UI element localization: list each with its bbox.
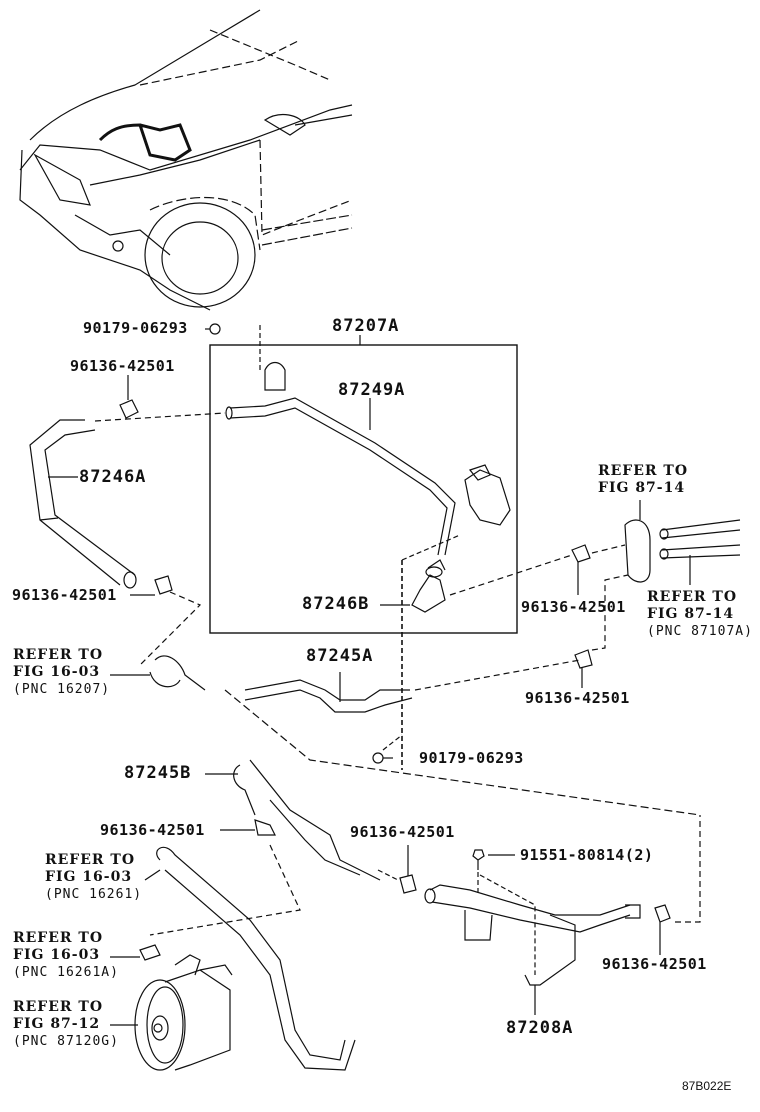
hose-87246A	[29, 419, 136, 586]
reference-line1: REFER TO	[45, 852, 136, 868]
fitting-icon	[149, 655, 206, 691]
return-hose	[156, 846, 356, 1071]
hose-87245B	[233, 759, 381, 881]
reference-pnc: (PNC 87120G)	[13, 1034, 119, 1049]
part-label-96136-42501[interactable]: 96136-42501	[70, 357, 175, 375]
reference-pnc: (PNC 16261A)	[13, 965, 119, 980]
part-label-90179-06293[interactable]: 90179-06293	[83, 319, 188, 337]
reference-fig-16-03-16261A[interactable]: REFER TO FIG 16-03 (PNC 16261A)	[13, 930, 119, 981]
part-label-96136-42501[interactable]: 96136-42501	[350, 823, 455, 841]
clamp-icon	[119, 399, 139, 419]
bolt-icon	[472, 849, 485, 870]
part-label-90179-06293[interactable]: 90179-06293	[419, 749, 524, 767]
reference-line2: FIG 87-14	[598, 480, 686, 496]
reference-line2: FIG 87-12	[13, 1016, 101, 1032]
part-label-96136-42501[interactable]: 96136-42501	[602, 955, 707, 973]
part-label-96136-42501[interactable]: 96136-42501	[525, 689, 630, 707]
reference-line2: FIG 16-03	[45, 869, 133, 885]
reference-fig-87-12[interactable]: REFER TO FIG 87-12 (PNC 87120G)	[13, 999, 119, 1050]
reference-pnc: (PNC 16261)	[45, 887, 143, 902]
reference-fig-16-03-16261[interactable]: REFER TO FIG 16-03 (PNC 16261)	[45, 852, 142, 903]
clip-icon	[264, 361, 286, 391]
reference-line1: REFER TO	[13, 647, 104, 663]
part-label-87246A[interactable]: 87246A	[79, 467, 147, 487]
nut-icon	[372, 752, 384, 764]
nut-icon	[209, 323, 221, 335]
reference-fig-87-14-pnc[interactable]: REFER TO FIG 87-14 (PNC 87107A)	[647, 589, 753, 640]
figure-code: 87B022E	[682, 1079, 732, 1093]
tube-87249A	[229, 397, 456, 556]
reference-pnc: (PNC 87107A)	[647, 624, 753, 639]
vehicle-illustration	[19, 9, 353, 311]
clamp-icon	[154, 575, 173, 595]
part-label-96136-42501[interactable]: 96136-42501	[100, 821, 205, 839]
hose-87245A	[244, 679, 413, 713]
reference-line1: REFER TO	[647, 589, 738, 605]
part-label-87245A[interactable]: 87245A	[306, 646, 374, 666]
reference-line2: FIG 16-03	[13, 664, 101, 680]
reference-line2: FIG 16-03	[13, 947, 101, 963]
part-label-87249A[interactable]: 87249A	[338, 380, 406, 400]
reference-line1: REFER TO	[13, 930, 104, 946]
reference-line1: REFER TO	[598, 463, 689, 479]
part-label-91551-80814[interactable]: 91551-80814(2)	[520, 846, 654, 864]
clamp-icon	[399, 874, 417, 894]
grommet-icon	[624, 519, 651, 583]
bracket-clip-icon	[464, 469, 511, 526]
reference-pnc: (PNC 16207)	[13, 682, 111, 697]
part-label-87208A[interactable]: 87208A	[506, 1018, 574, 1038]
bracket-icon	[464, 910, 493, 941]
clamp-icon	[574, 649, 593, 669]
reference-fig-87-14[interactable]: REFER TO FIG 87-14	[598, 463, 688, 497]
part-label-87246B[interactable]: 87246B	[302, 594, 370, 614]
tube-87208A	[429, 884, 631, 933]
clamp-icon	[654, 904, 671, 923]
reference-line2: FIG 87-14	[647, 606, 735, 622]
clamp-icon	[254, 819, 276, 836]
part-label-87207A[interactable]: 87207A	[332, 316, 400, 336]
power-steering-pump-icon	[134, 944, 233, 1071]
part-label-96136-42501[interactable]: 96136-42501	[521, 598, 626, 616]
clamp-icon	[571, 544, 591, 563]
part-label-96136-42501[interactable]: 96136-42501	[12, 586, 117, 604]
reference-line1: REFER TO	[13, 999, 104, 1015]
reference-fig-16-03-16207[interactable]: REFER TO FIG 16-03 (PNC 16207)	[13, 647, 110, 698]
part-label-87245B[interactable]: 87245B	[124, 763, 192, 783]
elbow-87246B	[411, 574, 446, 613]
assembly-box-87207A	[209, 344, 518, 634]
